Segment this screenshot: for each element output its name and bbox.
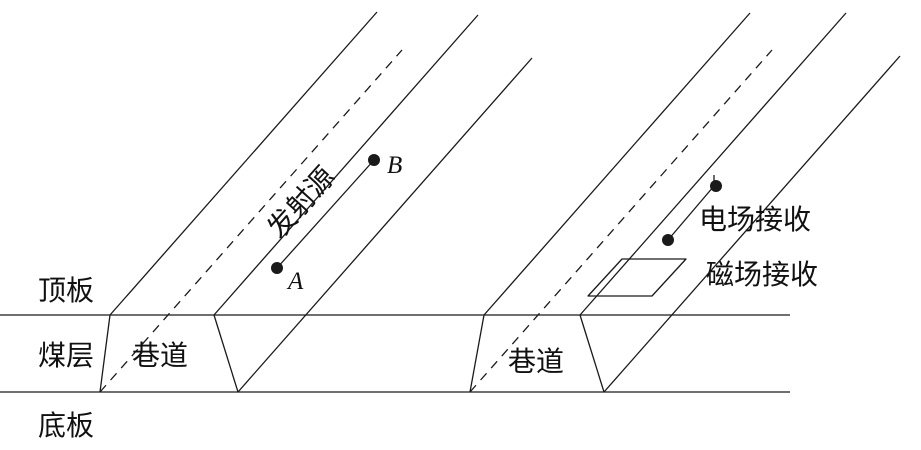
floor-label: 底板 (38, 409, 94, 442)
right-roadway-label: 巷道 (508, 345, 564, 378)
transmitter-label: 发射源 (261, 160, 342, 245)
transmitter-wire (276, 159, 375, 269)
left-roadway (99, 11, 533, 393)
electrode-b-icon (368, 154, 380, 166)
left-roadway-label: 巷道 (132, 339, 188, 372)
right-roadway-hidden-edge (469, 49, 773, 393)
right-roadway-right-wall (579, 314, 605, 393)
roof-label: 顶板 (38, 274, 94, 307)
left-roadway-roof-edge (109, 11, 378, 316)
left-roadway-floor-edge (237, 57, 533, 393)
electric-electrode-upper-icon (710, 180, 722, 192)
right-roadway-left-wall (469, 314, 485, 393)
electrode-a-icon (271, 262, 283, 274)
transmitter-source: 发射源 A B (261, 152, 403, 295)
point-b-label: B (387, 152, 402, 179)
right-roadway (469, 12, 901, 393)
electric-electrode-lower-icon (662, 234, 674, 246)
point-a-label: A (286, 268, 304, 295)
electric-receiver-label: 电场接收 (699, 203, 811, 236)
left-roadway-hidden-edge (99, 49, 403, 393)
magnetic-receiver-loop-icon (587, 258, 687, 297)
right-roadway-rib-edge (579, 12, 847, 316)
magnetic-receiver-label: 磁场接收 (706, 258, 818, 291)
right-roadway-floor-edge (603, 55, 901, 393)
left-roadway-left-wall (99, 314, 111, 393)
left-roadway-rib-edge (213, 14, 479, 316)
left-roadway-right-wall (213, 314, 239, 393)
coal-seam-label: 煤层 (38, 339, 94, 372)
receivers: 电场接收 磁场接收 (587, 175, 818, 297)
right-roadway-roof-edge (483, 12, 751, 316)
